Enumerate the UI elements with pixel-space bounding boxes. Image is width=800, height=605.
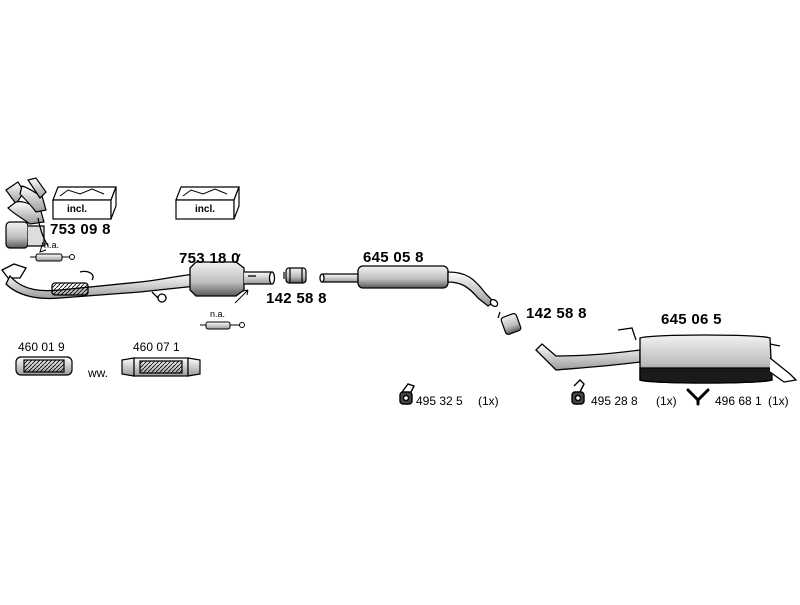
rear-silencer bbox=[535, 327, 798, 384]
part-number-hanger-c: 496 68 1 bbox=[715, 394, 762, 408]
middle-silencer bbox=[319, 265, 499, 308]
flex-pipe-a bbox=[15, 356, 73, 376]
gasket-box-1 bbox=[52, 186, 117, 220]
clamp-rear bbox=[497, 311, 522, 335]
hanger-a-icon bbox=[399, 383, 415, 405]
front-pipe bbox=[1, 253, 276, 303]
na-label-1: n.a. bbox=[44, 240, 60, 250]
part-number-clamp-rear: 142 58 8 bbox=[526, 305, 587, 322]
manifold-catalyst bbox=[5, 177, 49, 249]
hanger-c-icon bbox=[686, 388, 710, 406]
na-label-2: n.a. bbox=[210, 309, 226, 319]
part-number-rear-silencer: 645 06 5 bbox=[661, 311, 722, 328]
clamp-front bbox=[283, 267, 307, 284]
part-number-hanger-b: 495 28 8 bbox=[591, 394, 638, 408]
flex-pipe-b bbox=[121, 357, 201, 377]
gasket-box-2 bbox=[175, 186, 240, 220]
part-number-flex-pipe-a: 460 01 9 bbox=[18, 340, 65, 354]
part-number-clamp-front: 142 58 8 bbox=[266, 290, 327, 307]
lambda-sensor-1 bbox=[30, 253, 75, 262]
part-number-hanger-a: 495 32 5 bbox=[416, 394, 463, 408]
incl-label-2: incl. bbox=[195, 204, 216, 215]
qty-hanger-b: (1x) bbox=[656, 394, 677, 408]
part-number-front-catalyst: 753 18 0 bbox=[179, 250, 240, 267]
incl-label-1: incl. bbox=[67, 204, 88, 215]
pointer-arrows bbox=[39, 241, 249, 304]
qty-hanger-a: (1x) bbox=[478, 394, 499, 408]
ww-label: ww. bbox=[88, 366, 109, 380]
part-number-middle-silencer: 645 05 8 bbox=[363, 249, 424, 266]
qty-hanger-c: (1x) bbox=[768, 394, 789, 408]
part-number-manifold-catalyst: 753 09 8 bbox=[50, 221, 111, 238]
part-number-flex-pipe-b: 460 07 1 bbox=[133, 340, 180, 354]
hanger-b-icon bbox=[571, 379, 585, 405]
lambda-sensor-2 bbox=[200, 321, 245, 330]
